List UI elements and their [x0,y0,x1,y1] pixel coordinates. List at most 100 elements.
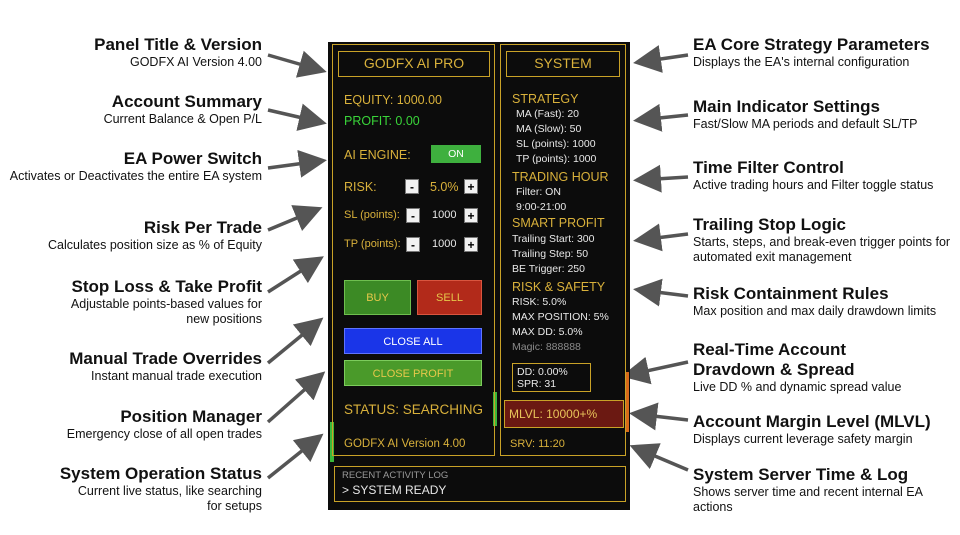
annotation-title: Risk Per Trade [143,218,262,237]
tp-value: 1000 [432,238,457,250]
annotation-title: System Server Time & Log [693,465,909,484]
mlvl-value: MLVL: 10000+% [509,407,598,421]
arrow-manual-trade [266,317,324,365]
annotation-desc: Displays current leverage safety margin [693,432,913,446]
trading-hours: 9:00-21:00 [516,201,567,213]
annotation-desc: Instant manual trade execution [91,369,262,383]
trailing-start: Trailing Start: 300 [512,233,595,245]
annotation-title: Time Filter Control [693,158,844,177]
buy-button[interactable]: BUY [344,280,411,315]
annotation-title: Trailing Stop Logic [693,215,846,234]
be-trigger: BE Trigger: 250 [512,263,585,275]
annotation-title: Position Manager [120,407,262,426]
annotation-desc: Activates or Deactivates the entire EA s… [9,169,262,183]
risk-increase-button[interactable]: + [464,179,478,194]
tp-increase-button[interactable]: + [464,237,478,252]
strategy-tp: TP (points): 1000 [516,153,597,165]
annotation-risk: Risk Per Trade Calculates position size … [0,218,262,253]
annotation-title: System Operation Status [59,464,262,483]
dd-value: DD: 0.00% [517,366,568,378]
trailing-step: Trailing Step: 50 [512,248,589,260]
annotation-title: EA Power Switch [123,149,262,168]
risk-safety-heading: RISK & SAFETY [512,280,606,294]
arrow-core-params [633,45,689,73]
ai-engine-label: AI ENGINE: [344,148,411,162]
server-time: SRV: 11:20 [510,438,565,450]
arrow-panel-title [267,50,327,78]
annotation-title: Real-Time Account Dravdown & Spread [693,340,855,379]
sl-value: 1000 [432,209,457,221]
annotation-drawdown: Real-Time Account Dravdown & Spread Live… [693,340,958,395]
annotation-desc: Max position and max daily drawdown limi… [693,304,937,318]
annotation-title: Stop Loss & Take Profit [71,277,263,296]
annotation-indicator: Main Indicator Settings Fast/Slow MA per… [693,97,958,132]
annotation-mlvl: Account Margin Level (MLVL) Displays cur… [693,412,958,447]
annotation-power-switch: EA Power Switch Activates or Deactivates… [0,149,262,184]
strategy-ma-slow: MA (Slow): 50 [516,123,582,135]
annotation-title: Account Margin Level (MLVL) [693,412,931,431]
annotation-server-time: System Server Time & Log Shows server ti… [693,465,958,515]
strategy-heading: STRATEGY [512,92,579,106]
arrow-risk [267,205,323,232]
ai-engine-toggle[interactable]: ON [431,145,481,163]
arrow-status [266,433,324,480]
annotation-title: Main Indicator Settings [693,97,881,116]
system-title-box: SYSTEM [506,51,620,77]
strategy-sl: SL (points): 1000 [516,138,596,150]
activity-log-label: RECENT ACTIVITY LOG [342,470,449,481]
system-title: SYSTEM [534,55,592,71]
annotation-desc: Starts, steps, and break-even trigger po… [693,235,951,264]
magic-number: Magic: 888888 [512,341,581,353]
sl-increase-button[interactable]: + [464,208,478,223]
annotation-manual-trade: Manual Trade Overrides Instant manual tr… [0,349,262,384]
panel-title-box: GODFX AI PRO [338,51,490,77]
annotation-desc: Shows server time and recent internal EA… [693,485,923,514]
version-text: GODFX AI Version 4.00 [344,438,466,450]
annotation-account-summary: Account Summary Current Balance & Open P… [0,92,262,127]
annotation-desc: Current live status, like searching for … [77,484,262,513]
arrow-mlvl [629,402,689,431]
close-all-button[interactable]: CLOSE ALL [344,328,482,354]
close-profit-button[interactable]: CLOSE PROFIT [344,360,482,386]
annotation-desc: GODFX AI Version 4.00 [129,55,262,69]
profit-value: PROFIT: 0.00 [344,114,420,128]
annotation-desc: Calculates position size as % of Equity [48,238,262,252]
arrow-drawdown [621,356,689,385]
annotation-trailing: Trailing Stop Logic Starts, steps, and b… [693,215,958,265]
equity-value: EQUITY: 1000.00 [344,93,442,107]
annotation-title: Panel Title & Version [94,35,262,54]
trading-filter: Filter: ON [516,186,561,198]
activity-log-line: > SYSTEM READY [342,483,447,497]
chart-candle [493,392,497,426]
sl-decrease-button[interactable]: - [406,208,420,223]
mlvl-box: MLVL: 10000+% [504,400,624,428]
annotation-desc: Emergency close of all open trades [66,427,262,441]
arrow-sl-tp [267,256,324,294]
annotation-title: Account Summary [111,92,262,111]
dd-spread-box: DD: 0.00% SPR: 31 [512,363,591,392]
tp-decrease-button[interactable]: - [406,237,420,252]
annotation-core-params: EA Core Strategy Parameters Displays the… [693,35,958,70]
smart-profit-heading: SMART PROFIT [512,216,605,230]
strategy-ma-fast: MA (Fast): 20 [516,108,580,120]
annotation-desc: Displays the EA's internal configuration [693,55,910,69]
risk-safety-max-position: MAX POSITION: 5% [512,311,609,323]
annotation-title: Risk Containment Rules [693,284,889,303]
annotation-sl-tp: Stop Loss & Take Profit Adjustable point… [0,277,262,327]
risk-label: RISK: [344,180,377,194]
risk-safety-max-dd: MAX DD: 5.0% [512,326,583,338]
sl-label: SL (points): [344,209,400,221]
annotation-desc: Active trading hours and Filter toggle s… [693,178,934,192]
arrow-position-manager [266,371,326,424]
annotation-title: Manual Trade Overrides [69,349,262,368]
arrow-account-summary [267,103,327,131]
risk-decrease-button[interactable]: - [405,179,419,194]
annotation-risk-containment: Risk Containment Rules Max position and … [693,284,958,319]
arrow-server-time [629,443,689,472]
main-panel-frame [332,44,495,456]
sell-button[interactable]: SELL [417,280,482,315]
chart-candle [626,372,629,432]
arrow-trailing [633,223,689,252]
annotation-title: EA Core Strategy Parameters [693,35,930,54]
risk-safety-risk: RISK: 5.0% [512,296,567,308]
